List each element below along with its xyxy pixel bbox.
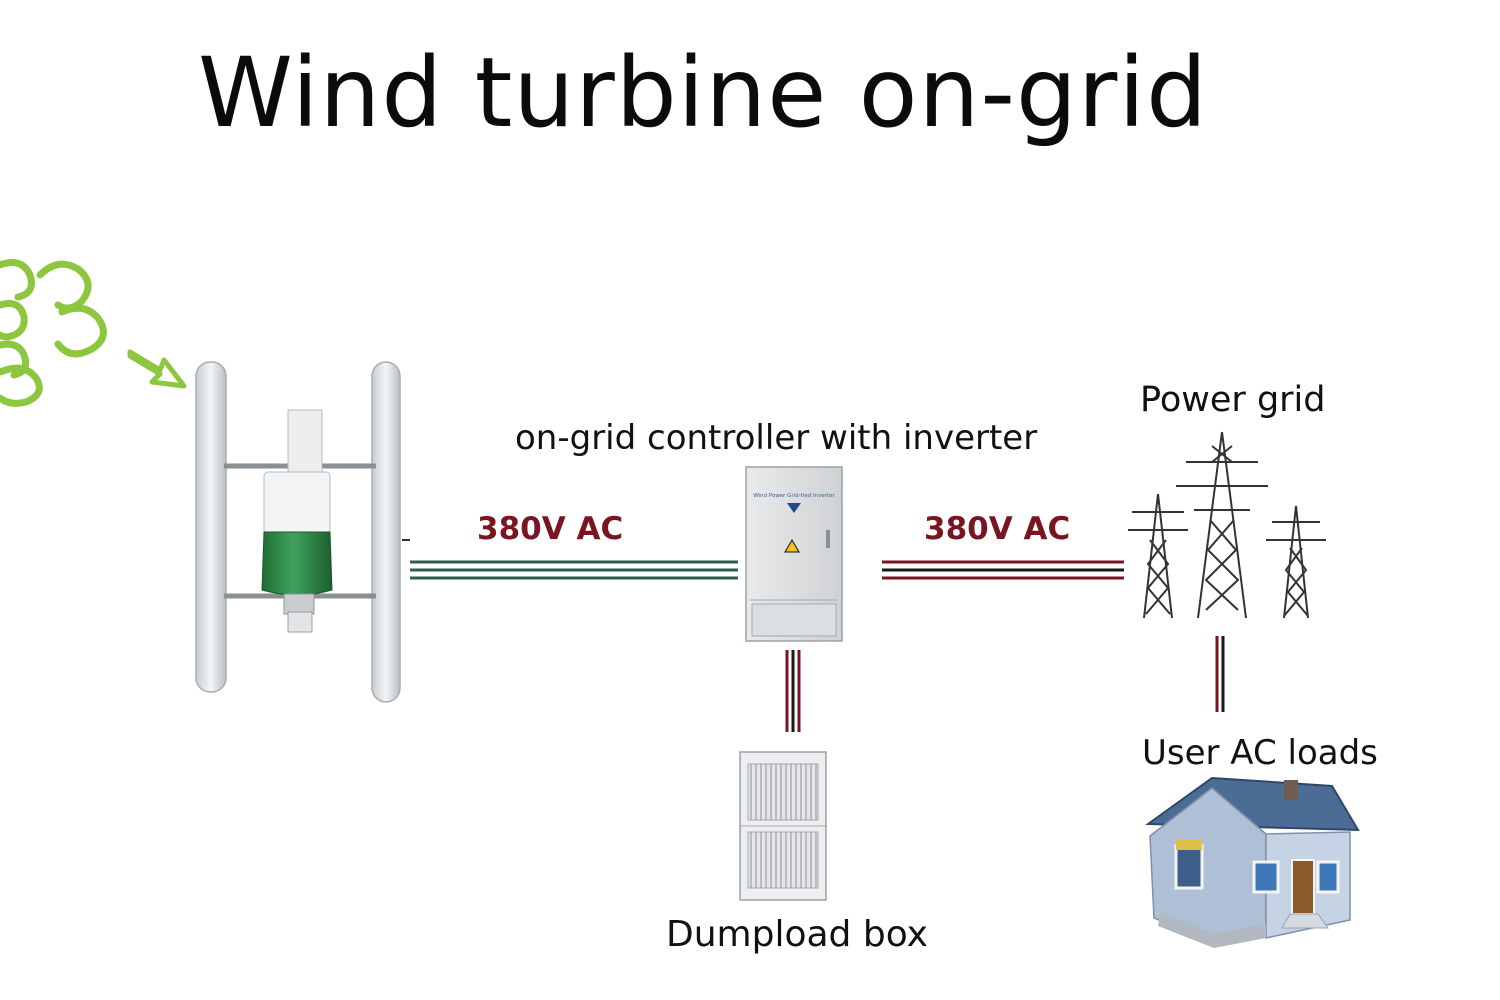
- dumpload-cabinet-icon: [739, 751, 827, 901]
- inverter-cabinet-icon: Wind Power Grid-tied Inverter: [745, 466, 843, 642]
- house-icon: [1145, 776, 1360, 948]
- wire-grid-house: [1215, 636, 1225, 712]
- wire-controller-grid: [882, 560, 1124, 580]
- vertical-wind-turbine-icon: [195, 361, 410, 703]
- wire-turbine-controller: [410, 560, 738, 580]
- wire-controller-dumpload: [785, 650, 801, 732]
- cabinet-caption: Wind Power Grid-tied Inverter: [753, 493, 835, 499]
- user-loads-label: User AC loads: [1142, 733, 1378, 773]
- controller-label: on-grid controller with inverter: [515, 418, 1038, 458]
- dumpload-label: Dumpload box: [666, 914, 928, 955]
- wind-arrow-icon: [127, 349, 187, 389]
- wind-swirl-icon: [0, 259, 107, 407]
- voltage-label-right: 380V AC: [924, 511, 1071, 547]
- transmission-tower-icon: [1128, 431, 1326, 619]
- diagram-title: Wind turbine on-grid: [198, 37, 1208, 149]
- power-grid-label: Power grid: [1140, 380, 1326, 420]
- voltage-label-left: 380V AC: [477, 511, 624, 547]
